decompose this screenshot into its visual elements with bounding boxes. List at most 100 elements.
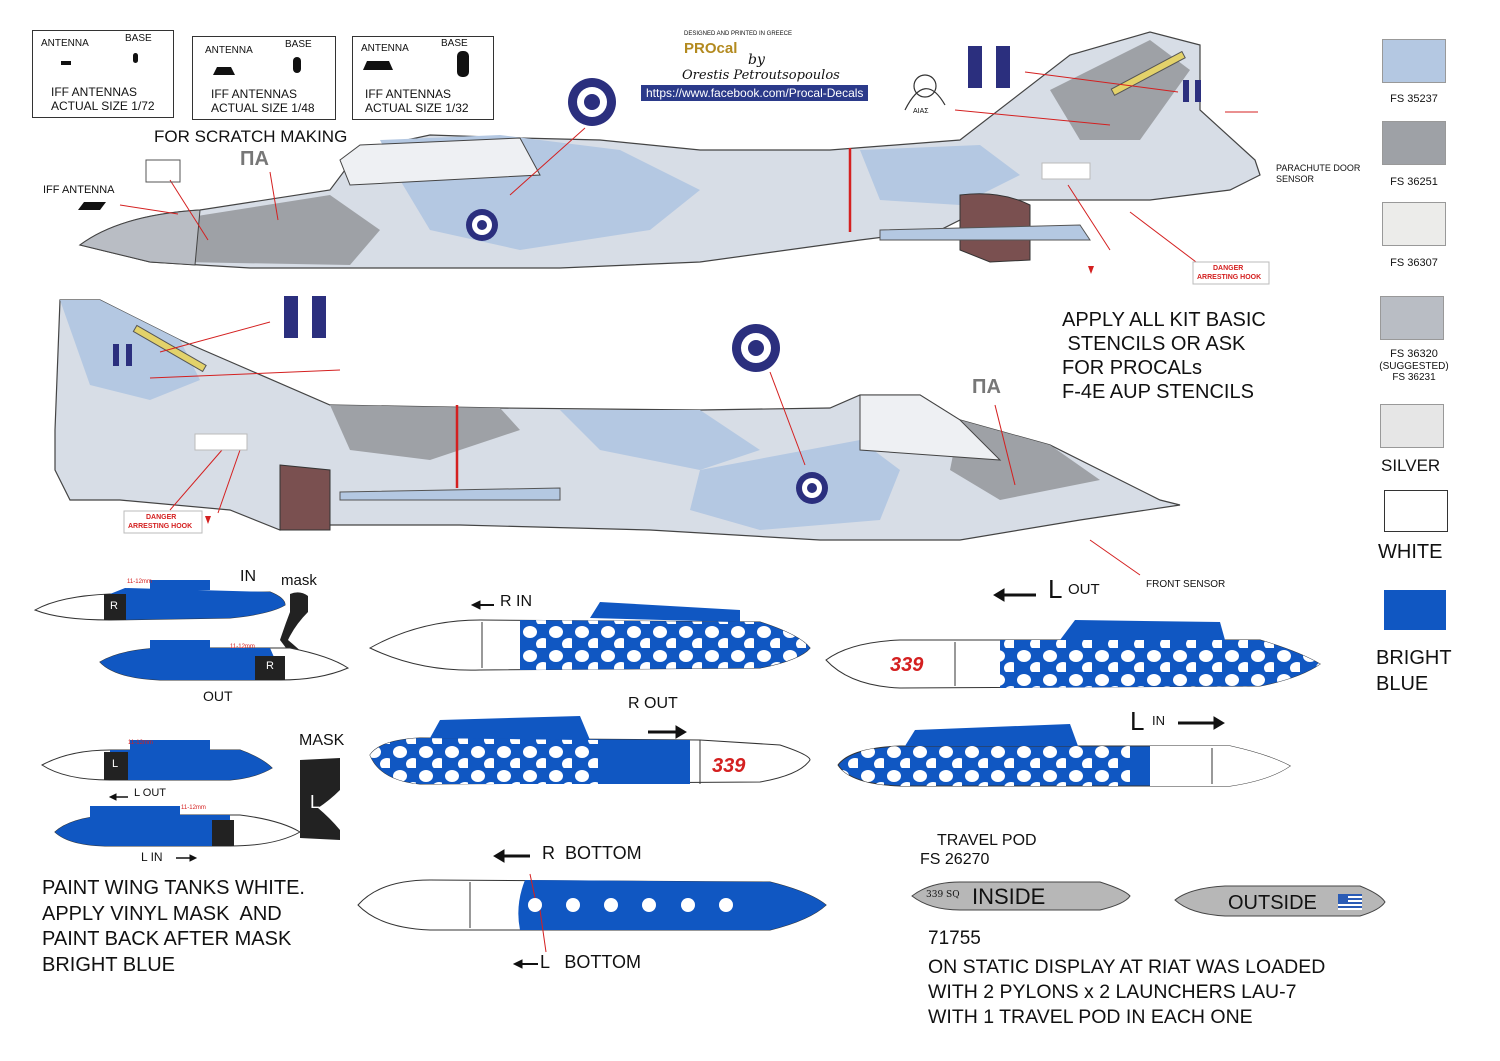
base-shape <box>293 57 301 73</box>
swatch-white <box>1384 490 1448 532</box>
note-line: FOR PROCALs <box>1062 357 1203 379</box>
l-out-label: L OUT <box>134 787 166 799</box>
dim-label: 11-12mm <box>181 805 206 811</box>
iff-title: IFF ANTENNAS <box>365 87 452 101</box>
swatch-fs36251 <box>1382 121 1446 165</box>
swatch-label: (SUGGESTED) <box>1379 361 1449 372</box>
tank-l-out-small <box>41 740 273 781</box>
pod-inside-label: INSIDE <box>972 884 1046 909</box>
travel-pod-title: TRAVEL POD <box>937 832 1037 849</box>
paint-note: PAINT WING TANKS WHITE. APPLY VINYL MASK… <box>42 876 305 978</box>
front-sensor-label: FRONT SENSOR <box>1146 579 1226 590</box>
antenna-shape <box>363 61 393 70</box>
mask-small-r <box>280 592 310 660</box>
sensor-label: SENSOR <box>1276 174 1315 184</box>
swatch-label: FS 36307 <box>1390 257 1438 269</box>
aircraft-bottom <box>54 299 1181 541</box>
base-shape <box>457 51 469 77</box>
swatch-silver <box>1380 404 1444 448</box>
l-out-sub: OUT <box>1068 581 1100 598</box>
l-out-big: L <box>1048 574 1063 604</box>
mask-small-label: mask <box>281 572 317 589</box>
facebook-link[interactable]: https://www.facebook.com/Procal-Decals <box>641 85 869 101</box>
travel-pod-fs: FS 26270 <box>920 851 990 868</box>
aias-emblem <box>904 74 946 111</box>
mask-big-l <box>300 758 340 840</box>
r-in-label: R IN <box>500 593 532 610</box>
iff-size: ACTUAL SIZE 1/48 <box>211 101 315 115</box>
tank-l-out <box>825 620 1321 689</box>
note-line: APPLY VINYL MASK AND <box>42 902 282 925</box>
iff-antenna-label: IFF ANTENNA <box>43 184 115 196</box>
author-label: Orestis Petroutsopoulos <box>682 68 840 83</box>
out-label: OUT <box>203 688 233 704</box>
dim-label: 11-12mm <box>127 579 152 585</box>
base-label: BASE <box>285 39 312 50</box>
l-in-sub: IN <box>1152 713 1165 728</box>
swatch-label: BRIGHT <box>1376 647 1452 669</box>
l-marking: L <box>310 792 321 812</box>
note-line: PAINT BACK AFTER MASK <box>42 928 292 950</box>
l-marking: L <box>112 758 119 770</box>
iff-title: IFF ANTENNAS <box>211 87 298 101</box>
note-line: PAINT WING TANKS WHITE. <box>42 877 305 899</box>
swatch-fs35237 <box>1382 39 1446 83</box>
swatch-fs36307 <box>1382 202 1446 246</box>
swatch-label: FS 36231 <box>1392 372 1436 383</box>
travel-pod-inside <box>911 881 1131 911</box>
base-shape <box>133 53 138 63</box>
brand-logo: PROcal <box>684 40 738 57</box>
antenna-shape <box>61 61 71 65</box>
aias-label: ΑΙΑΣ <box>913 108 929 115</box>
danger-label: DANGER <box>1213 265 1244 272</box>
tank-r-out-small <box>99 640 350 681</box>
note-line: WITH 2 PYLONS x 2 LAUNCHERS LAU-7 <box>928 981 1297 1003</box>
r-out-label: R OUT <box>628 695 678 712</box>
iff-size: ACTUAL SIZE 1/32 <box>365 101 469 115</box>
danger-label: DANGER <box>146 514 177 521</box>
pa-marking-bottom: ΠΑ <box>972 376 1001 398</box>
tank-r-in <box>368 602 811 671</box>
swatch-bright-blue <box>1384 590 1446 630</box>
antenna-label: ANTENNA <box>361 43 409 54</box>
swatch-label: SILVER <box>1381 456 1441 475</box>
sqn-339-l: 339 <box>890 654 924 676</box>
base-label: BASE <box>441 38 468 49</box>
by-label: by <box>748 52 765 68</box>
iff-box-132: ANTENNA BASE IFF ANTENNAS ACTUAL SIZE 1/… <box>352 36 494 120</box>
pod-sqn-label: 339 SQ <box>926 890 960 900</box>
r-marking: R <box>266 660 274 672</box>
l-bottom-label: L BOTTOM <box>540 952 642 972</box>
iff-size: ACTUAL SIZE 1/72 <box>51 99 155 113</box>
dim-label: 11-12mm <box>230 644 255 650</box>
iff-box-172: ANTENNA BASE IFF ANTENNAS ACTUAL SIZE 1/… <box>32 30 174 118</box>
iff-title: IFF ANTENNAS <box>51 85 138 99</box>
catalog-number: 71755 <box>928 928 981 949</box>
swatch-fs36320 <box>1380 296 1444 340</box>
riat-note: ON STATIC DISPLAY AT RIAT WAS LOADED WIT… <box>928 955 1325 1030</box>
note-line: F-4E AUP STENCILS <box>1062 381 1254 403</box>
note-line: APPLY ALL KIT BASIC <box>1062 309 1266 331</box>
swatch-label: FS 35237 <box>1390 93 1438 105</box>
note-line: STENCILS OR ASK <box>1062 333 1246 355</box>
aircraft-top <box>78 31 1261 269</box>
scratch-label: FOR SCRATCH MAKING <box>154 127 348 146</box>
tank-r-out <box>369 716 811 785</box>
pa-marking-top: ΠΑ <box>240 148 269 170</box>
antenna-shape <box>213 67 235 75</box>
pod-outside-label: OUTSIDE <box>1228 892 1317 914</box>
antenna-label: ANTENNA <box>205 45 253 56</box>
r-marking: R <box>110 600 118 612</box>
stencil-note: APPLY ALL KIT BASIC STENCILS OR ASK FOR … <box>1062 308 1266 404</box>
swatch-label: FS 36251 <box>1390 176 1438 188</box>
tank-l-in-small <box>54 806 301 847</box>
note-line: BRIGHT BLUE <box>42 953 175 976</box>
swatch-label: BLUE <box>1376 673 1429 695</box>
mask-big-label: MASK <box>299 732 345 749</box>
parachute-label: PARACHUTE DOOR <box>1276 163 1361 173</box>
designed-label: DESIGNED AND PRINTED IN GREECE <box>684 31 793 37</box>
tank-l-in <box>837 724 1291 787</box>
sqn-339-r: 339 <box>712 755 746 777</box>
